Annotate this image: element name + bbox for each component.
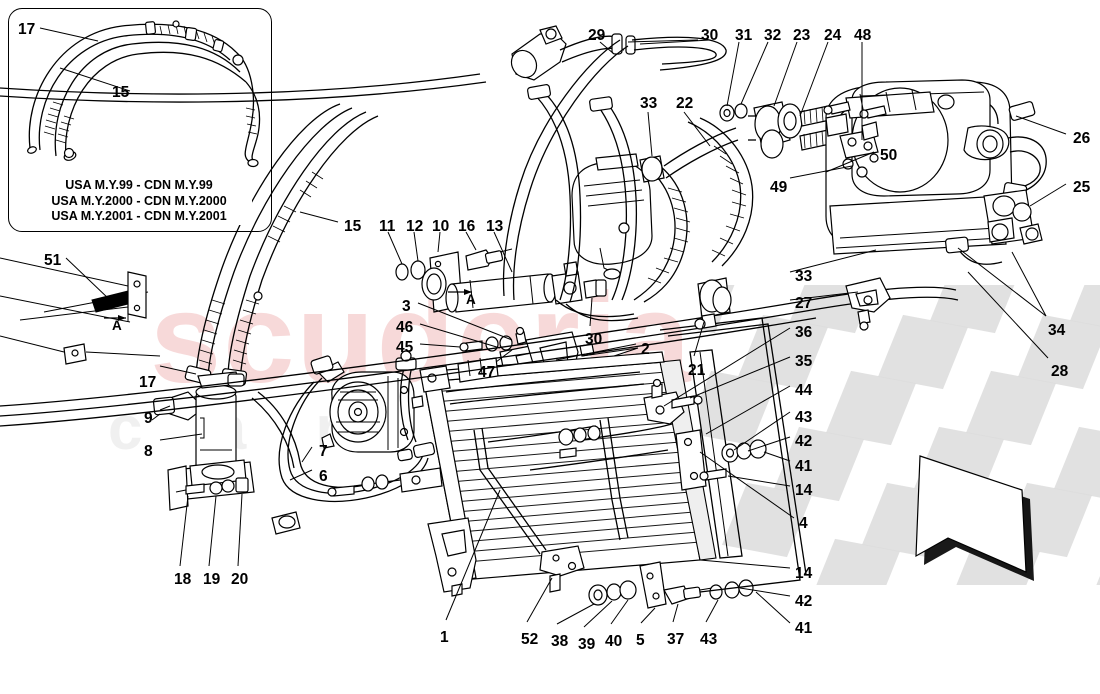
callout-32[interactable]: 32 (764, 27, 782, 44)
callout-25[interactable]: 25 (1073, 179, 1091, 196)
callout-15[interactable]: 15 (112, 84, 130, 101)
callout-50[interactable]: 50 (880, 147, 898, 164)
center-braided-hoses (633, 111, 754, 303)
callout-22[interactable]: 22 (676, 95, 694, 112)
condenser-assembly (327, 350, 754, 628)
callout-11[interactable]: 11 (379, 218, 396, 235)
callout-10[interactable]: 10 (432, 218, 450, 235)
callout-2[interactable]: 2 (641, 341, 650, 358)
callout-20[interactable]: 20 (231, 571, 249, 588)
callout-30[interactable]: 30 (701, 27, 719, 44)
callout-30[interactable]: 30 (585, 331, 603, 348)
callout-8[interactable]: 8 (144, 443, 153, 460)
callout-15[interactable]: 15 (344, 218, 362, 235)
callout-28[interactable]: 28 (1051, 363, 1069, 380)
callout-38[interactable]: 38 (551, 633, 569, 650)
callout-36[interactable]: 36 (795, 324, 813, 341)
callout-52[interactable]: 52 (521, 631, 539, 648)
callout-13[interactable]: 13 (486, 218, 504, 235)
callout-48[interactable]: 48 (854, 27, 872, 44)
callout-43[interactable]: 43 (795, 409, 813, 426)
callout-17[interactable]: 17 (139, 374, 157, 391)
callout-29[interactable]: 29 (588, 27, 606, 44)
callout-31[interactable]: 31 (735, 27, 753, 44)
callout-45[interactable]: 45 (396, 339, 414, 356)
inset-detail-box (8, 8, 272, 232)
callout-47[interactable]: 47 (478, 364, 496, 381)
coolant-reservoir (527, 84, 653, 322)
section-marker-A: A (466, 292, 476, 307)
callout-4[interactable]: 4 (799, 515, 808, 532)
callout-41[interactable]: 41 (795, 458, 813, 475)
clamp-21 (693, 277, 732, 357)
callout-16[interactable]: 16 (458, 218, 476, 235)
callout-46[interactable]: 46 (396, 319, 414, 336)
callout-42[interactable]: 42 (795, 593, 813, 610)
callout-43[interactable]: 43 (700, 631, 718, 648)
callout-1[interactable]: 1 (440, 629, 449, 646)
callout-40[interactable]: 40 (605, 633, 623, 650)
inset-caption-line-3: USA M.Y.2001 - CDN M.Y.2001 (51, 209, 227, 223)
callout-18[interactable]: 18 (174, 571, 192, 588)
callout-42[interactable]: 42 (795, 433, 813, 450)
callout-5[interactable]: 5 (636, 632, 645, 649)
inset-caption-line-2: USA M.Y.2000 - CDN M.Y.2000 (51, 193, 227, 208)
evaporator-housing (789, 42, 1013, 255)
callout-12[interactable]: 12 (406, 218, 424, 235)
left-braided-hoses (184, 103, 379, 386)
callout-44[interactable]: 44 (795, 382, 813, 399)
callout-34[interactable]: 34 (1048, 322, 1066, 339)
callout-49[interactable]: 49 (770, 179, 788, 196)
inset-caption-line-1: USA M.Y.99 - CDN M.Y.99 (65, 178, 213, 192)
callout-9[interactable]: 9 (144, 410, 153, 427)
mount-plate-51 (0, 257, 161, 365)
callout-27[interactable]: 27 (795, 295, 813, 312)
callout-24[interactable]: 24 (824, 27, 842, 44)
inset-hose-group (27, 20, 261, 168)
callout-21[interactable]: 21 (688, 362, 706, 379)
callout-51[interactable]: 51 (44, 252, 62, 269)
callout-14[interactable]: 14 (795, 565, 813, 582)
callout-17[interactable]: 17 (18, 21, 36, 38)
callout-39[interactable]: 39 (578, 636, 596, 653)
callout-37[interactable]: 37 (667, 631, 685, 648)
callout-23[interactable]: 23 (793, 27, 811, 44)
callout-3[interactable]: 3 (402, 298, 411, 315)
top-pipe-group (0, 25, 727, 301)
callout-19[interactable]: 19 (203, 571, 221, 588)
right-hose-group (0, 101, 1067, 427)
inset-caption: USA M.Y.99 - CDN M.Y.99 USA M.Y.2000 - C… (26, 178, 252, 225)
callout-35[interactable]: 35 (795, 353, 813, 370)
section-marker-A: A (112, 318, 122, 333)
callout-33[interactable]: 33 (795, 268, 813, 285)
callout-33[interactable]: 33 (640, 95, 658, 112)
callout-41[interactable]: 41 (795, 620, 813, 637)
callout-7[interactable]: 7 (319, 443, 328, 460)
callout-26[interactable]: 26 (1073, 130, 1091, 147)
callout-14[interactable]: 14 (795, 482, 813, 499)
bulkhead-fittings (719, 41, 891, 165)
direction-arrow-shape (915, 455, 1034, 581)
callout-6[interactable]: 6 (319, 468, 328, 485)
